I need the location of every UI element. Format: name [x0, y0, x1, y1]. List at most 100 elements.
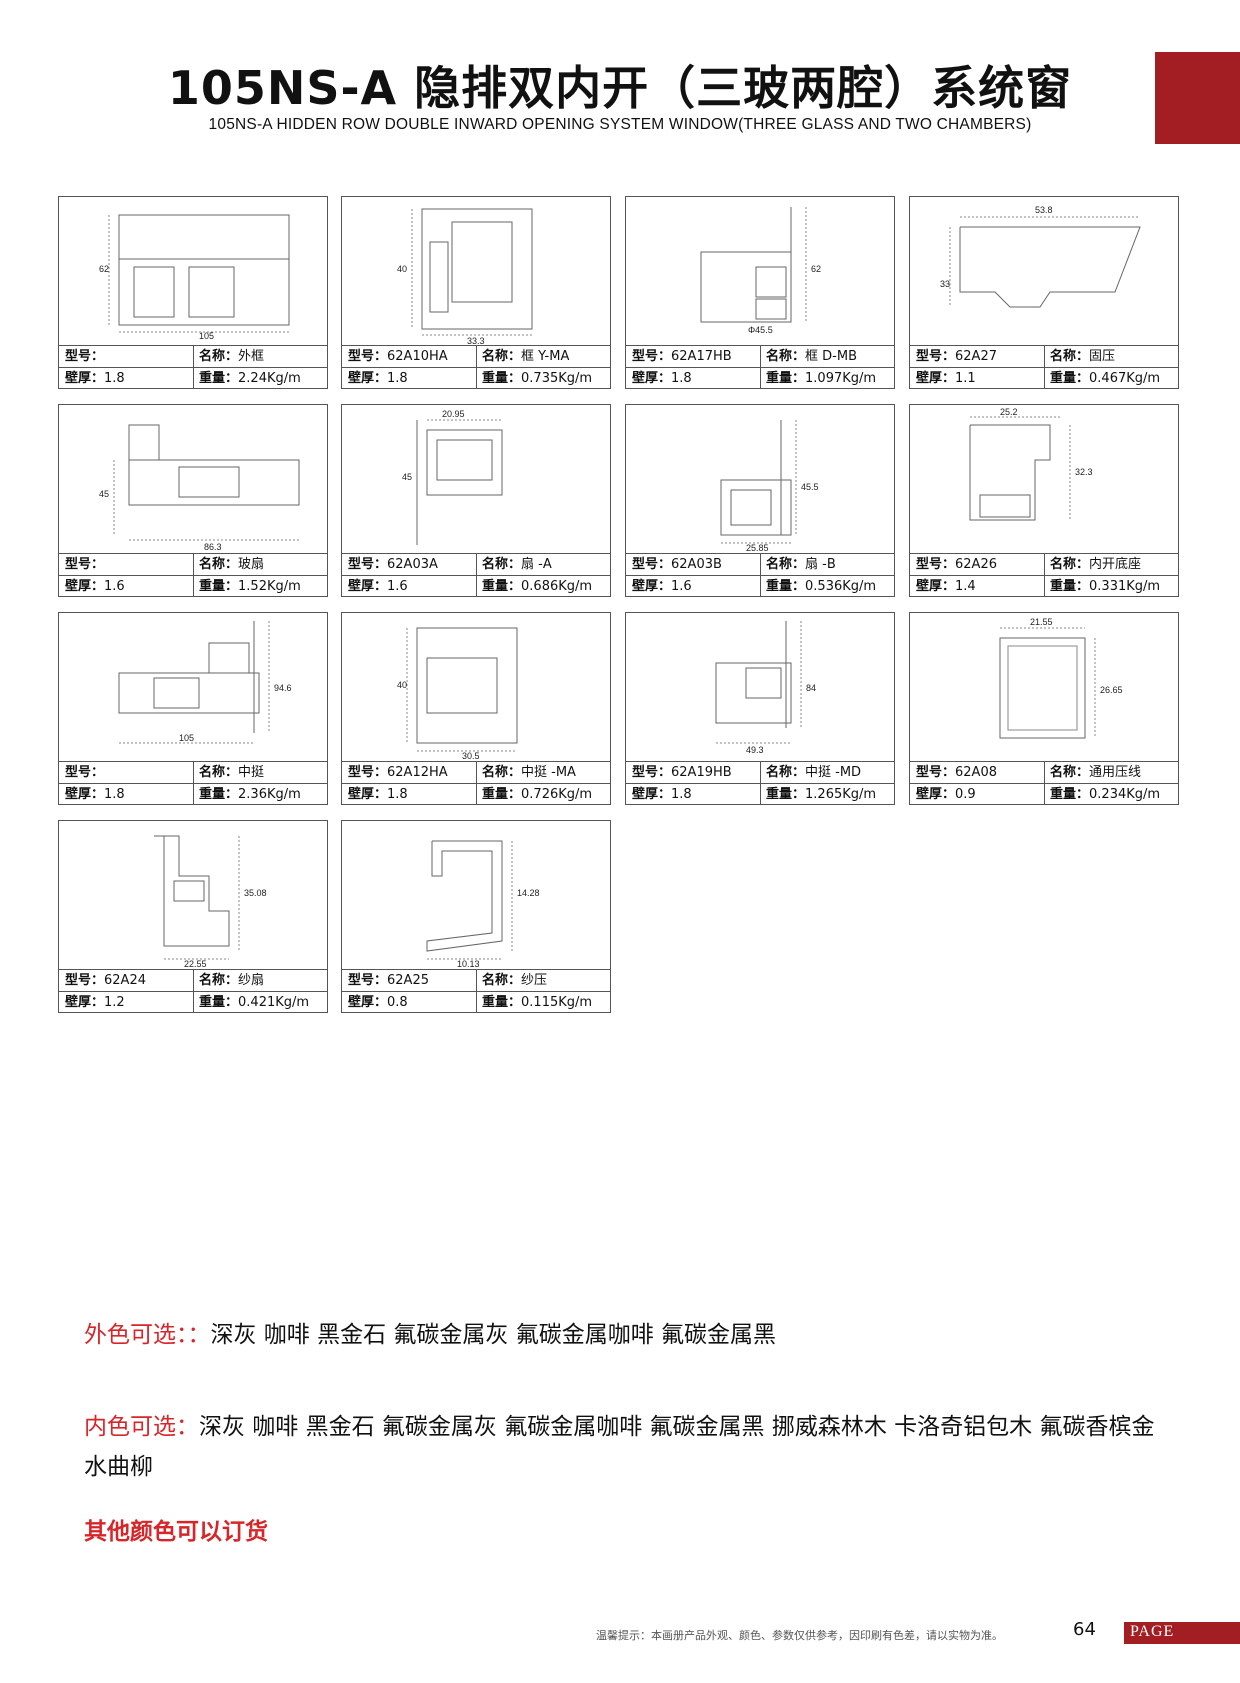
profile-drawing: 45.525.85	[720, 420, 819, 553]
dimension-label: 45	[99, 489, 109, 499]
inner-colors-list: 深灰 咖啡 黑金石 氟碳金属灰 氟碳金属咖啡 氟碳金属黑 挪威森林木 卡洛奇铝包…	[84, 1414, 1155, 1480]
name-label: 名称：	[199, 349, 239, 364]
name-label: 名称：	[199, 973, 239, 988]
name-value: 通用压线	[1089, 765, 1142, 780]
weight-label: 重量：	[766, 787, 806, 802]
weight-value: 0.115Kg/m	[521, 995, 593, 1010]
weight-value: 0.467Kg/m	[1089, 371, 1161, 386]
thickness-value: 0.9	[955, 787, 976, 802]
model-cell: 型号：	[65, 554, 190, 575]
weight-label: 重量：	[766, 579, 806, 594]
model-label: 型号：	[65, 349, 105, 364]
info-row: 型号：62A08 名称：通用压线	[910, 762, 1178, 784]
outer-colors: 外色可选：：深灰 咖啡 黑金石 氟碳金属灰 氟碳金属咖啡 氟碳金属黑	[84, 1315, 1184, 1355]
dimension-label: 53.8	[1035, 205, 1053, 215]
profile-info-table: 型号：62A24 名称：纱扇壁厚：1.2 重量：0.421Kg/m	[59, 969, 327, 1013]
weight-cell: 重量：0.467Kg/m	[1050, 368, 1176, 389]
name-cell: 名称：纱扇	[199, 970, 325, 991]
weight-cell: 重量：2.36Kg/m	[199, 784, 325, 805]
thickness-label: 壁厚：	[65, 371, 105, 386]
model-label: 型号：	[916, 557, 956, 572]
model-cell: 型号：62A10HA	[348, 346, 473, 367]
name-value: 中挺 -MD	[805, 765, 862, 780]
model-value: 62A10HA	[387, 349, 448, 364]
profile-info-table: 型号：名称：中挺壁厚：1.8 重量：2.36Kg/m	[59, 761, 327, 805]
info-row: 型号：名称：中挺	[59, 762, 327, 784]
name-label: 名称：	[766, 765, 806, 780]
thickness-value: 1.8	[387, 787, 408, 802]
weight-cell: 重量：0.115Kg/m	[482, 992, 608, 1013]
model-cell: 型号：62A26	[916, 554, 1041, 575]
weight-value: 0.234Kg/m	[1089, 787, 1161, 802]
thickness-cell: 壁厚：1.8	[632, 784, 757, 805]
model-value: 62A03B	[671, 557, 722, 572]
profile-drawing: 84 49.3	[715, 621, 816, 755]
thickness-label: 壁厚：	[348, 371, 388, 386]
dimension-label: 49.3	[746, 745, 764, 755]
info-row: 壁厚：1.1 重量：0.467Kg/m	[910, 368, 1178, 389]
weight-value: 2.24Kg/m	[238, 371, 301, 386]
thickness-cell: 壁厚：1.8	[65, 784, 190, 805]
dimension-label: 84	[806, 683, 816, 693]
name-label: 名称：	[766, 557, 806, 572]
name-cell: 名称：通用压线	[1050, 762, 1176, 783]
weight-label: 重量：	[1050, 579, 1090, 594]
profile-drawing: 53.8 33	[940, 205, 1141, 308]
weight-label: 重量：	[482, 787, 522, 802]
dimension-label: 14.28	[517, 888, 540, 898]
weight-value: 0.421Kg/m	[238, 995, 310, 1010]
dimension-label: 33	[940, 279, 950, 289]
thickness-cell: 壁厚：1.6	[348, 576, 473, 597]
thickness-cell: 壁厚：1.2	[65, 992, 190, 1013]
weight-value: 0.686Kg/m	[521, 579, 593, 594]
thickness-cell: 壁厚：1.4	[916, 576, 1041, 597]
model-cell: 型号：62A17HB	[632, 346, 757, 367]
inner-colors: 内色可选：深灰 咖啡 黑金石 氟碳金属灰 氟碳金属咖啡 氟碳金属黑 挪威森林木 …	[84, 1407, 1164, 1487]
dimension-label: 40	[397, 680, 407, 690]
weight-value: 0.331Kg/m	[1089, 579, 1161, 594]
thickness-label: 壁厚：	[65, 787, 105, 802]
name-label: 名称：	[1050, 765, 1090, 780]
name-value: 外框	[238, 349, 265, 364]
weight-cell: 重量：1.265Kg/m	[766, 784, 892, 805]
name-label: 名称：	[766, 349, 806, 364]
model-cell: 型号：62A08	[916, 762, 1041, 783]
name-label: 名称：	[482, 973, 522, 988]
name-cell: 名称：中挺 -MD	[766, 762, 892, 783]
model-label: 型号：	[348, 557, 388, 572]
weight-cell: 重量：0.421Kg/m	[199, 992, 325, 1013]
thickness-label: 壁厚：	[348, 787, 388, 802]
info-row: 型号：名称：玻扇	[59, 554, 327, 576]
thickness-cell: 壁厚：1.8	[348, 368, 473, 389]
name-value: 扇 -A	[521, 557, 552, 572]
thickness-label: 壁厚：	[916, 787, 956, 802]
thickness-cell: 壁厚：0.9	[916, 784, 1041, 805]
thickness-cell: 壁厚：1.1	[916, 368, 1041, 389]
thickness-cell: 壁厚：1.8	[632, 368, 757, 389]
dimension-label: Φ45.5	[748, 325, 773, 335]
dimension-label: 45	[402, 472, 412, 482]
model-cell: 型号：62A24	[65, 970, 190, 991]
weight-cell: 重量：1.097Kg/m	[766, 368, 892, 389]
dimension-label: 62	[99, 264, 109, 274]
model-label: 型号：	[916, 349, 956, 364]
weight-cell: 重量：0.234Kg/m	[1050, 784, 1176, 805]
dimension-label: 86.3	[204, 542, 222, 552]
model-label: 型号：	[65, 973, 105, 988]
